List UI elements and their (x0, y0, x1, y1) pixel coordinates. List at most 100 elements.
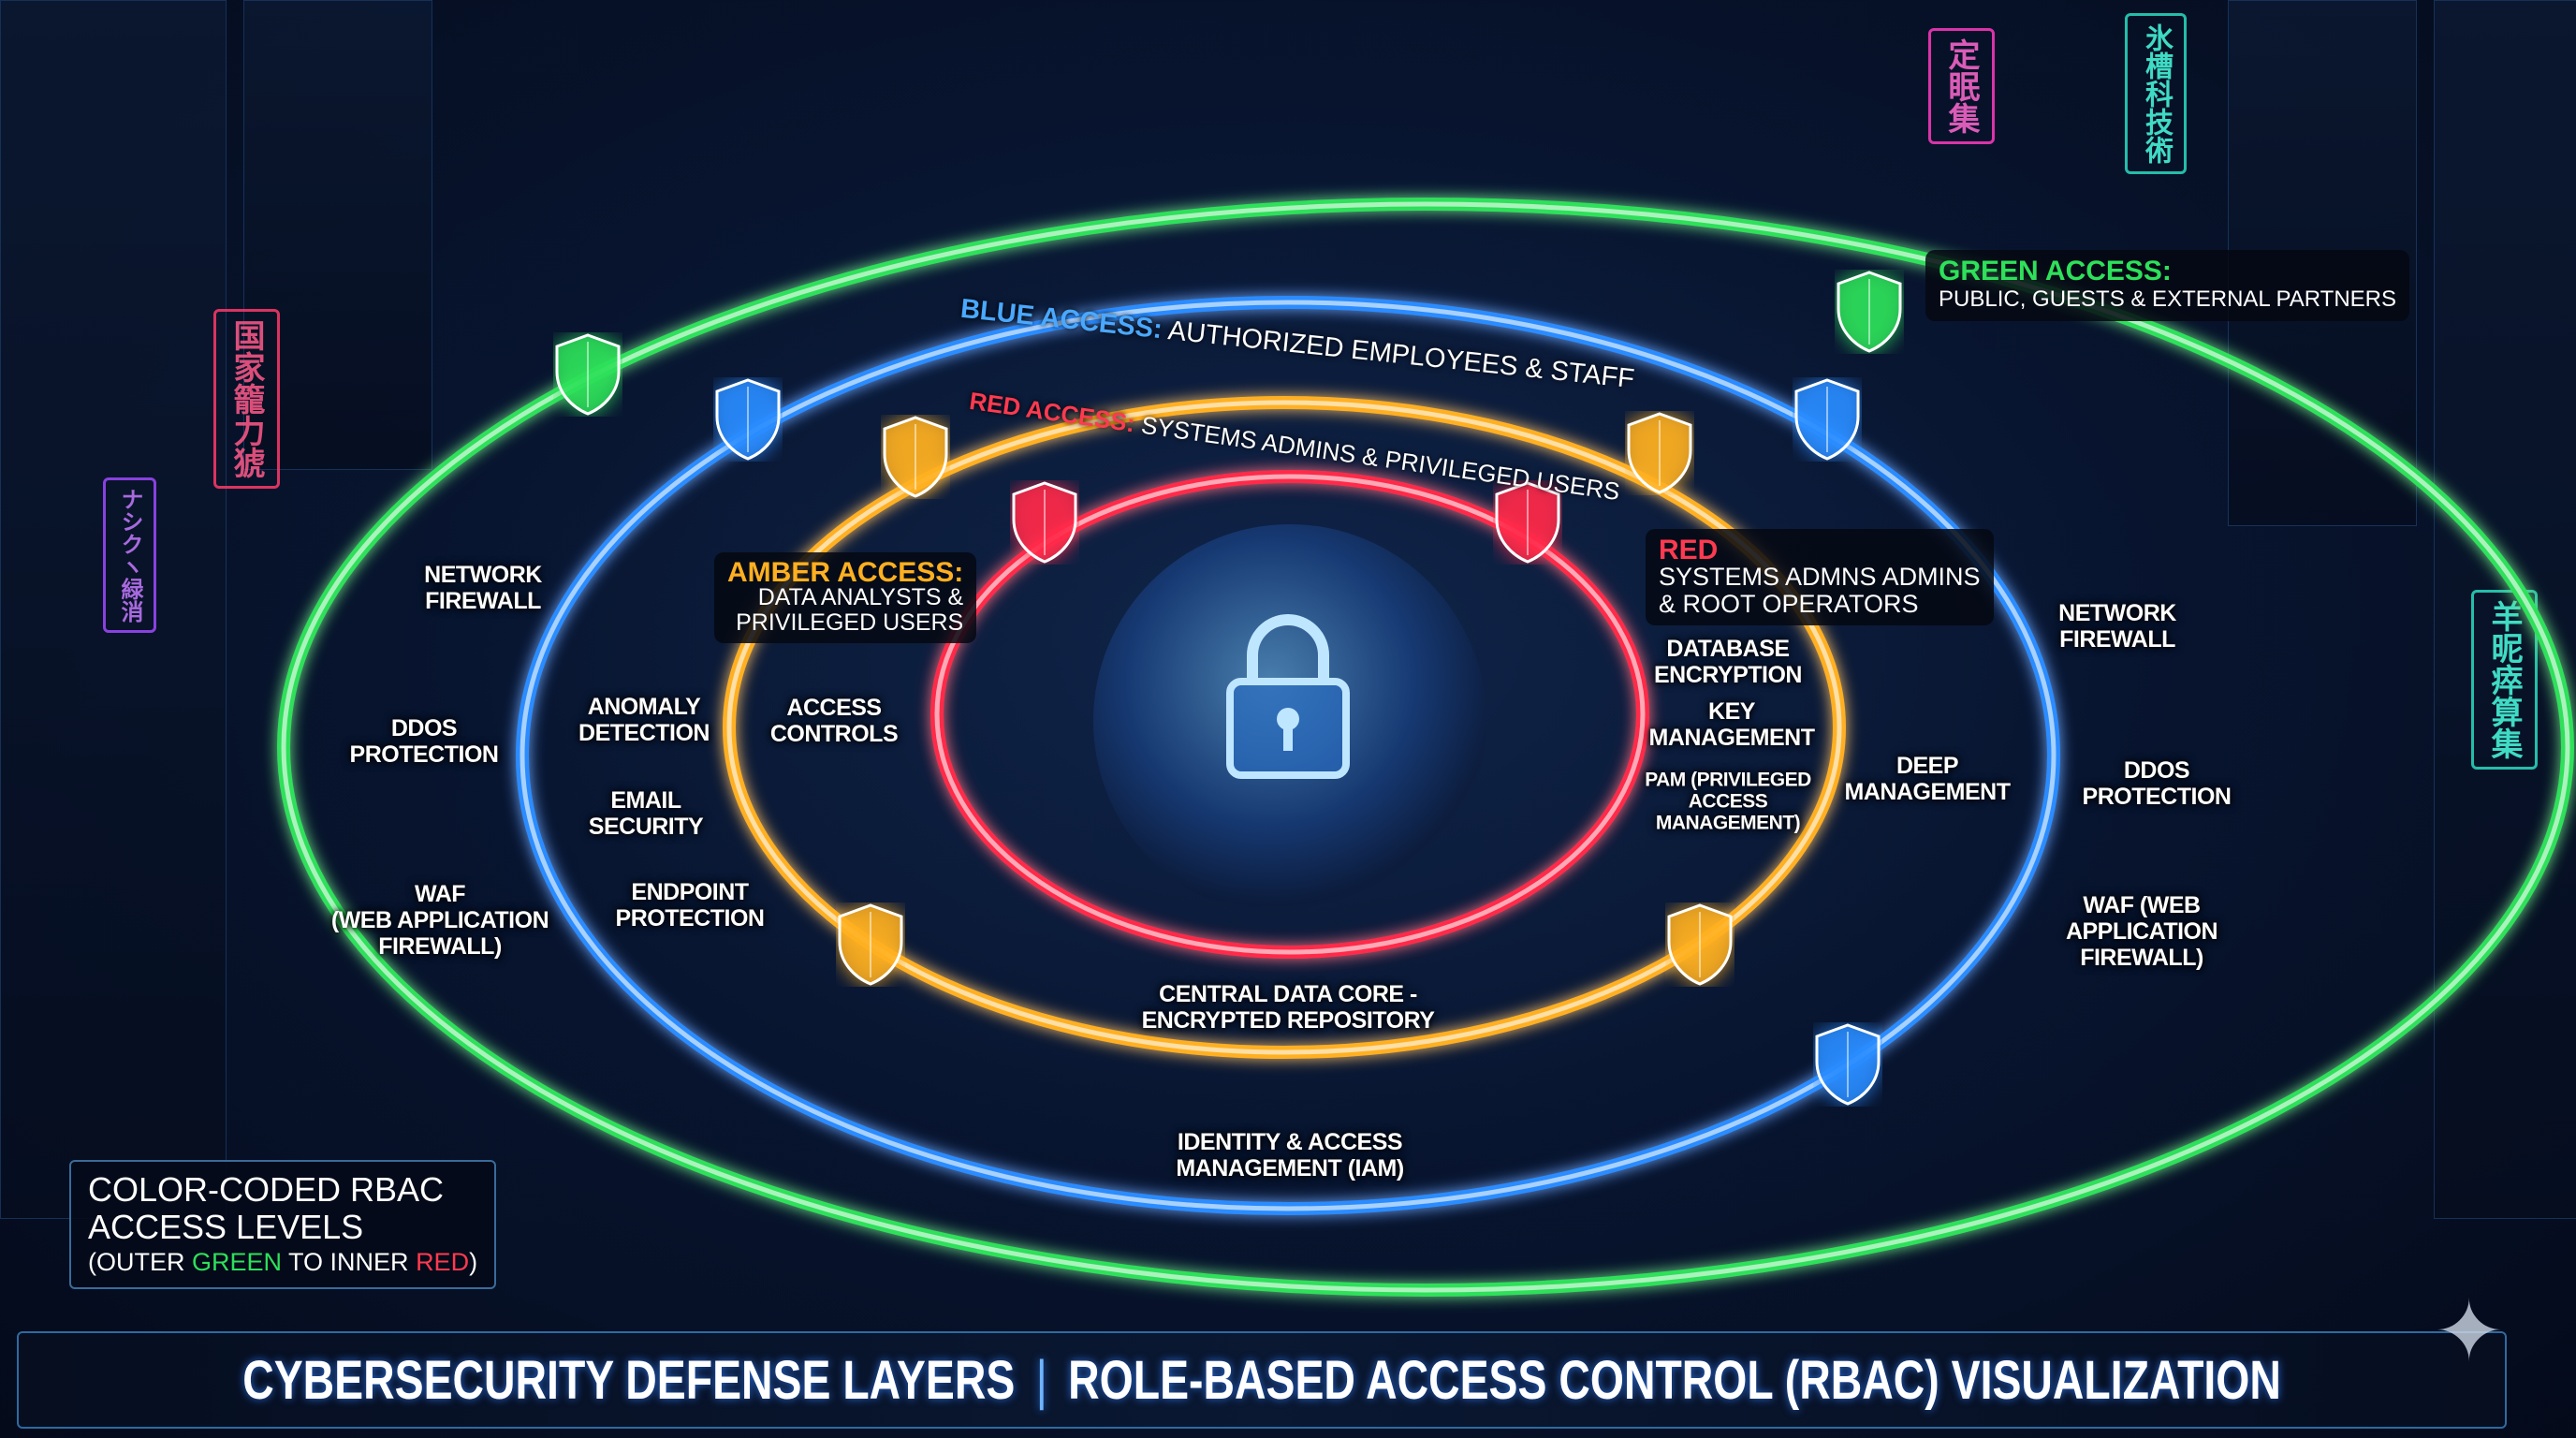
control-label-line: DEEP (1895, 753, 1959, 779)
green-access-text: PUBLIC, GUESTS & EXTERNAL PARTNERS (1939, 286, 2397, 312)
control-label-line: PROTECTION (2082, 784, 2232, 810)
green-ring (281, 201, 2570, 1293)
building (2434, 0, 2576, 1219)
control-label-line: PAM (PRIVILEGED (1645, 769, 1811, 791)
amber-access-box: AMBER ACCESS: DATA ANALYSTS & PRIVILEGED… (714, 552, 977, 643)
control-label-line: FIREWALL) (2080, 945, 2203, 971)
red-access-box: RED SYSTEMS ADMNS ADMINS & ROOT OPERATOR… (1646, 529, 1994, 625)
green-access-box: GREEN ACCESS: PUBLIC, GUESTS & EXTERNAL … (1925, 250, 2410, 321)
neon-sign: 国家籠力猇 (213, 309, 280, 489)
red-access-box-line2: & ROOT OPERATORS (1659, 590, 1919, 618)
control-label-line: ACCESS (786, 695, 882, 721)
control-label-line: NETWORK (2058, 600, 2176, 626)
legend-line1: COLOR-CODED RBAC (88, 1170, 445, 1209)
control-label-line: APPLICATION (2065, 918, 2218, 945)
control-label-line: FIREWALL (425, 588, 541, 614)
control-label-line: FIREWALL) (378, 933, 502, 960)
control-label-line: KEY (1708, 698, 1755, 725)
control-label-line: CENTRAL DATA CORE - (1159, 981, 1417, 1007)
shield-icon (1665, 902, 1734, 987)
control-label-line: ACCESS (1688, 790, 1768, 813)
amber-access-heading: AMBER ACCESS: (727, 557, 964, 588)
lock-icon (1226, 614, 1350, 779)
legend-suffix: ) (469, 1248, 478, 1276)
control-label-line: SECURITY (588, 814, 704, 840)
control-label-line: MANAGEMENT (IAM) (1176, 1155, 1404, 1181)
control-label-line: ANOMALY (587, 694, 701, 720)
control-label-line: EMAIL (610, 787, 681, 814)
title-separator: | (1035, 1349, 1047, 1411)
title-text: CYBERSECURITY DEFENSE LAYERS | ROLE-BASED … (242, 1349, 2281, 1412)
red-access-box-line1: SYSTEMS ADMNS ADMINS (1659, 563, 1981, 591)
control-label-line: (WEB APPLICATION (330, 907, 549, 933)
control-label-line: DDOS (390, 715, 458, 741)
sparkle-icon: ✦ (2434, 1285, 2505, 1379)
shield-icon (1835, 270, 1904, 354)
neon-sign: ナシクヽ緑消 (103, 477, 156, 633)
control-label-line: DATABASE (1666, 636, 1790, 662)
shield-icon (836, 902, 905, 987)
green-access-heading: GREEN ACCESS: (1939, 256, 2172, 286)
control-label-line: CONTROLS (769, 721, 899, 747)
control-label-line: WAF (414, 881, 466, 907)
legend-line2: ACCESS LEVELS (88, 1208, 364, 1246)
legend-sub: (OUTER GREEN TO INNER RED) (88, 1246, 477, 1278)
legend-middle: TO INNER (282, 1248, 417, 1276)
shield-icon (1813, 1022, 1882, 1107)
neon-sign: 定眠集 (1928, 28, 1995, 144)
red-access-box-heading: RED (1659, 535, 1719, 565)
shield-icon (1625, 411, 1694, 495)
legend-box: COLOR-CODED RBAC ACCESS LEVELS (OUTER GR… (69, 1160, 497, 1289)
building (0, 0, 227, 1219)
control-label-line: MANAGEMENT) (1655, 812, 1801, 834)
shield-icon (1010, 480, 1079, 565)
legend-prefix: (OUTER (88, 1248, 192, 1276)
control-label-line: WAF (WEB (2083, 892, 2201, 918)
control-label-line: PROTECTION (615, 905, 765, 932)
control-label-line: NETWORK (424, 562, 542, 588)
shield-icon (1793, 377, 1862, 462)
amber-access-line2: PRIVILEGED USERS (736, 609, 964, 636)
building (243, 0, 432, 470)
control-label-line: ENCRYPTION (1654, 662, 1802, 688)
title-left: CYBERSECURITY DEFENSE LAYERS (242, 1349, 1016, 1411)
shield-icon (713, 377, 783, 462)
control-label-line: FIREWALL (2059, 626, 2175, 653)
control-label-line: ENDPOINT (631, 879, 749, 905)
control-label-line: MANAGEMENT (1648, 725, 1815, 751)
neon-sign: 氷槽科技術 (2125, 13, 2187, 174)
control-label-line: DDOS (2123, 757, 2190, 784)
legend-red: RED (416, 1248, 470, 1276)
control-label-line: MANAGEMENT (1844, 779, 2011, 805)
shield-icon (881, 415, 950, 499)
blue-ring (520, 300, 2056, 1211)
control-label-line: IDENTITY & ACCESS (1177, 1129, 1403, 1155)
amber-access-line1: DATA ANALYSTS & (757, 584, 964, 610)
control-label-line: DETECTION (578, 720, 710, 746)
neon-sign: 羊昵瘁算集 (2471, 590, 2538, 770)
shield-icon (553, 332, 622, 417)
title-bar: CYBERSECURITY DEFENSE LAYERS | ROLE-BASED … (17, 1331, 2507, 1429)
amber-ring (726, 400, 1842, 1055)
control-label-line: PROTECTION (349, 741, 499, 768)
control-label-central-core: CENTRAL DATA CORE -ENCRYPTED REPOSITORY (1142, 981, 1435, 1034)
legend-green: GREEN (192, 1248, 283, 1276)
control-label-line: ENCRYPTED REPOSITORY (1141, 1007, 1435, 1034)
title-right: ROLE-BASED ACCESS CONTROL (RBAC) VISUALI… (1068, 1349, 2281, 1411)
